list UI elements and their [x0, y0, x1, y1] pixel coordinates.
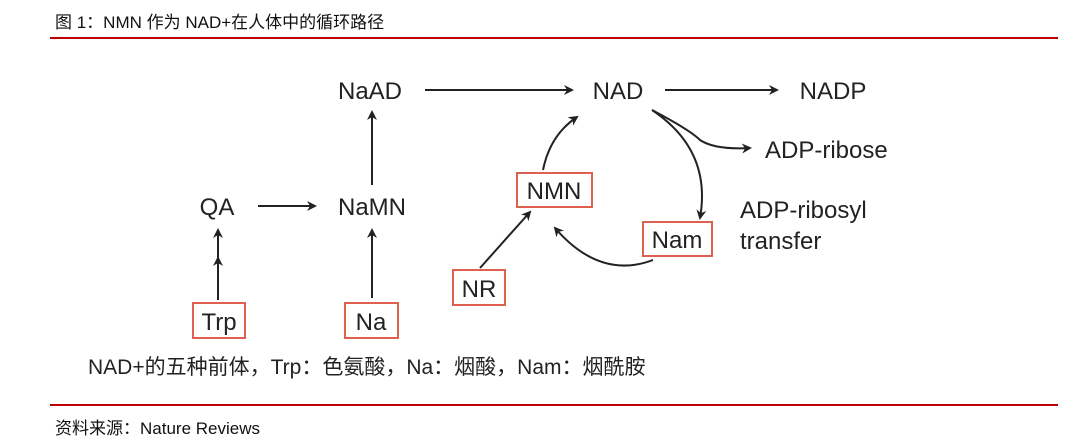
- nam-box: [642, 221, 713, 257]
- source-note: 资料来源：Nature Reviews: [55, 419, 260, 438]
- node-nadp: NADP: [800, 78, 867, 105]
- arrow-nad-adp-ribose: [651, 109, 752, 154]
- top-rule: [50, 37, 1058, 39]
- node-trp: Trp: [201, 309, 236, 336]
- figure-title: 图 1：NMN 作为 NAD+在人体中的循环路径: [55, 13, 385, 32]
- trp-box: [192, 302, 246, 339]
- node-na: Na: [356, 309, 387, 336]
- node-nam: Nam: [652, 227, 703, 254]
- node-nmn: NMN: [527, 178, 582, 205]
- node-nr: NR: [462, 276, 497, 303]
- node-namn: NaMN: [338, 194, 406, 221]
- arrow-nmn-nad: [542, 115, 579, 171]
- nr-box: [452, 269, 506, 306]
- node-nad: NAD: [593, 78, 644, 105]
- label-adp-ribosyl: ADP-ribosyl: [740, 197, 867, 224]
- caption: NAD+的五种前体，Trp：色氨酸，Na：烟酸，Nam：烟酰胺: [88, 356, 646, 379]
- arrow-nr-nmn: [479, 210, 532, 269]
- label-transfer: transfer: [740, 228, 821, 255]
- arrow-nad-nam: [651, 109, 707, 220]
- node-qa: QA: [200, 194, 235, 221]
- bottom-rule: [50, 404, 1058, 406]
- nmn-box: [516, 172, 593, 208]
- arrow-nam-nmn: [553, 226, 654, 267]
- node-adp-ribose: ADP-ribose: [765, 137, 888, 164]
- na-box: [344, 302, 399, 339]
- node-naad: NaAD: [338, 78, 402, 105]
